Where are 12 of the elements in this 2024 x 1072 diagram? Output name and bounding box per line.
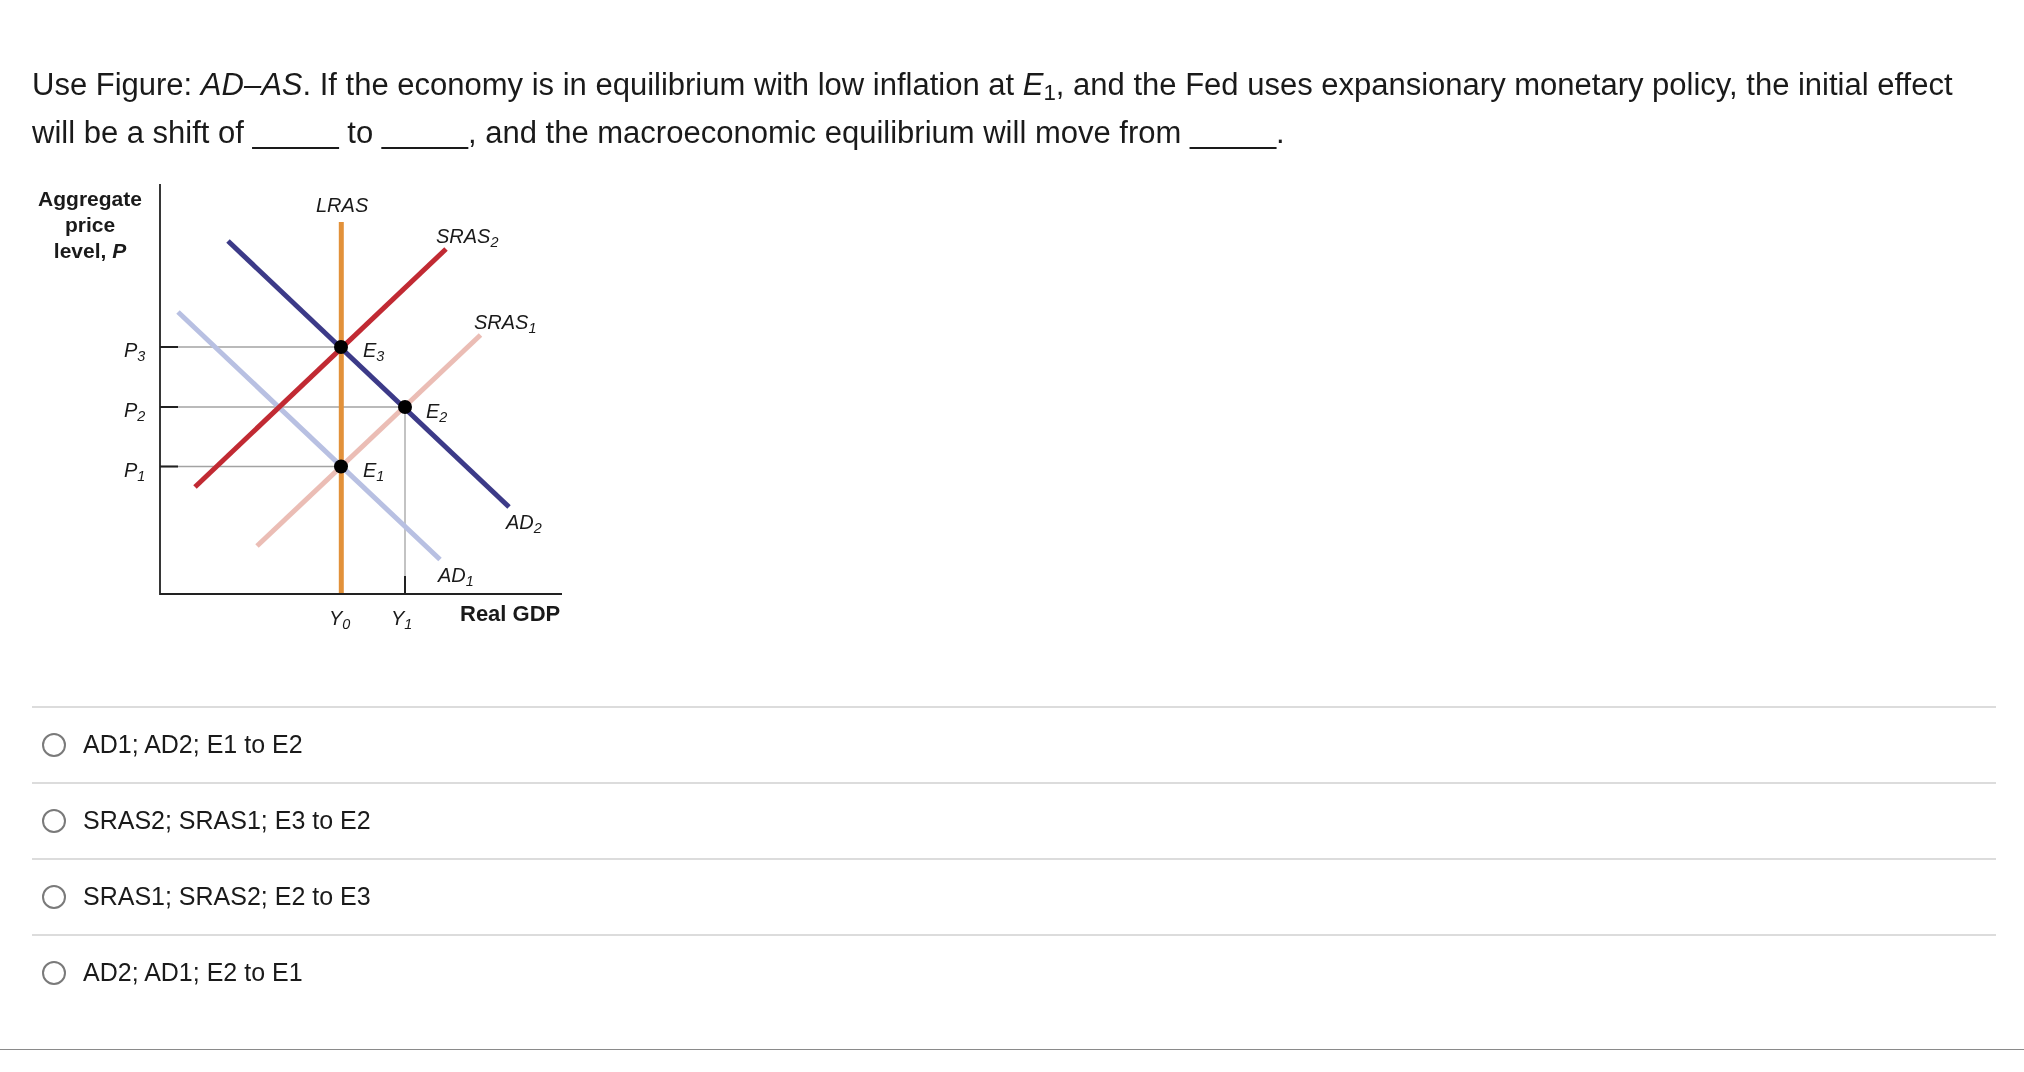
answer-option: SRAS2; SRAS1; E3 to E2 — [83, 807, 371, 835]
answer-option: SRAS1; SRAS2; E2 to E3 — [83, 883, 371, 911]
axis-title: Real GDP — [460, 601, 561, 627]
axis-title: Aggregate price level, P — [37, 186, 143, 264]
answer-option: AD1; AD2; E1 to E2 — [83, 731, 303, 759]
tick-label: Y$_{1}$ — [391, 607, 413, 629]
tick-label: P$_{1}$ — [124, 459, 146, 481]
answer-option: AD2; AD1; E2 to E1 — [83, 959, 303, 987]
tick-label: Y$_{0}$ — [329, 607, 351, 629]
tick-label: P$_{2}$ — [124, 399, 146, 421]
question-text: Use Figure: AD–AS. If the economy is in equilibrium with low inflation at E$_{1}$, and the Fed uses expansionary monetary policy, the initial effect will be a shift of _____ to _____, and the macroeconomic equilibrium will move from _____. — [32, 66, 1954, 152]
tick-label: P$_{3}$ — [124, 339, 146, 361]
